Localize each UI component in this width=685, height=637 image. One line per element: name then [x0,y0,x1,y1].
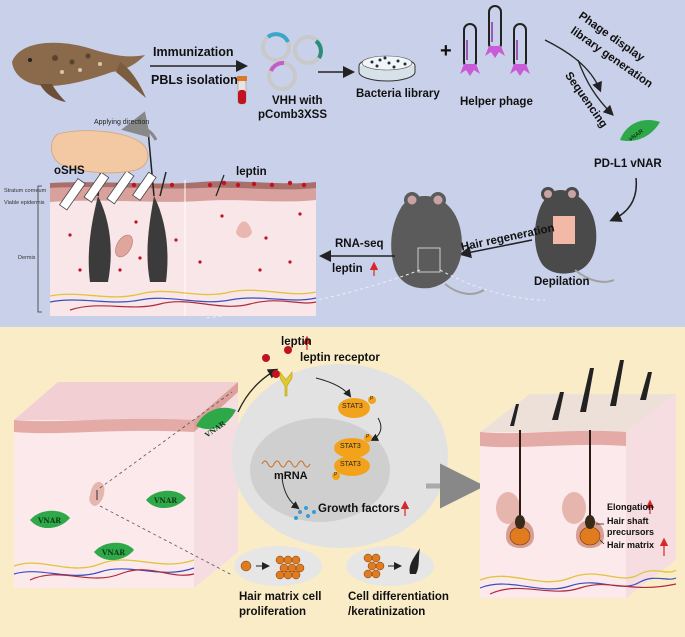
hair-shaft-precursors-line1: Hair shaft [607,516,649,526]
vhh-label-line1: VHH with [272,95,323,107]
shark-icon [12,42,146,102]
hair-matrix-proliferation-line2: proliferation [239,606,307,618]
skin-section [37,129,317,316]
skin-block-left [13,382,238,588]
petri-dish-icon [358,55,416,82]
vnar-label-3: VNAR [154,496,178,505]
hair-matrix-proliferation-line1: Hair matrix cell [239,591,322,603]
plasmid-icon [261,32,323,91]
stat3-single-label: STAT3 [342,403,363,410]
oshs-label: oSHS [54,165,85,177]
growth-factors-label: Growth factors [318,503,400,515]
vnar-icon [620,120,660,142]
hair-matrix-proliferation-icon [234,546,322,586]
stat3-dimer-top-label: STAT3 [340,443,361,450]
cell-differentiation-line1: Cell differentiation [348,591,449,603]
phospho-single-label: P [370,396,374,402]
cell-icon [232,364,448,548]
rna-seq-label: RNA-seq [335,238,384,250]
hair-matrix-label: Hair matrix [607,540,655,550]
phospho-dimer-bottom-label: P [334,472,338,478]
stratum-corneum-label: Stratum corneum [4,188,47,194]
hair-shaft-precursors-line2: precursors [607,527,655,537]
vhh-label-line2: pComb3XSS [258,109,328,121]
mrna-label: mRNA [274,470,308,482]
elongation-label: Elongation [607,502,654,512]
vnar-icon [30,407,236,561]
mouse-icon [391,192,485,295]
immunization-label: Immunization [153,45,234,59]
leptin-receptor-label: leptin receptor [300,352,380,364]
bacteria-library-label: Bacteria library [356,88,440,100]
phage-icon [460,5,530,76]
applying-direction-label: Applying direction [94,119,150,126]
cell-differentiation-line2: /keratinization [348,606,426,618]
phospho-dimer-top-label: P [366,434,370,440]
pdl1-vnar-label: PD-L1 vNAR [594,158,662,170]
receptor-icon [262,346,293,397]
plus-sign: + [440,40,452,62]
leptin-skin-label: leptin [236,166,267,178]
helper-phage-label: Helper phage [460,96,533,108]
leptin-arrow-label: leptin [332,263,363,275]
finger-icon [51,130,149,174]
vnar-label-4: VNAR [102,548,126,557]
dermis-label: Dermis [18,255,36,261]
viable-epidermis-label: Viable epidermis [4,200,45,206]
depilation-label: Depilation [534,276,590,288]
blood-tube-icon [237,76,247,105]
cell-differentiation-icon [346,546,434,586]
mouse-icon [534,187,615,283]
stat3-dimer-bottom-label: STAT3 [340,461,361,468]
leptin-label: leptin [281,336,312,348]
skin-block-right [479,360,677,598]
vnar-label-2: VNAR [38,516,62,525]
pbls-isolation-label: PBLs isolation [151,73,238,87]
